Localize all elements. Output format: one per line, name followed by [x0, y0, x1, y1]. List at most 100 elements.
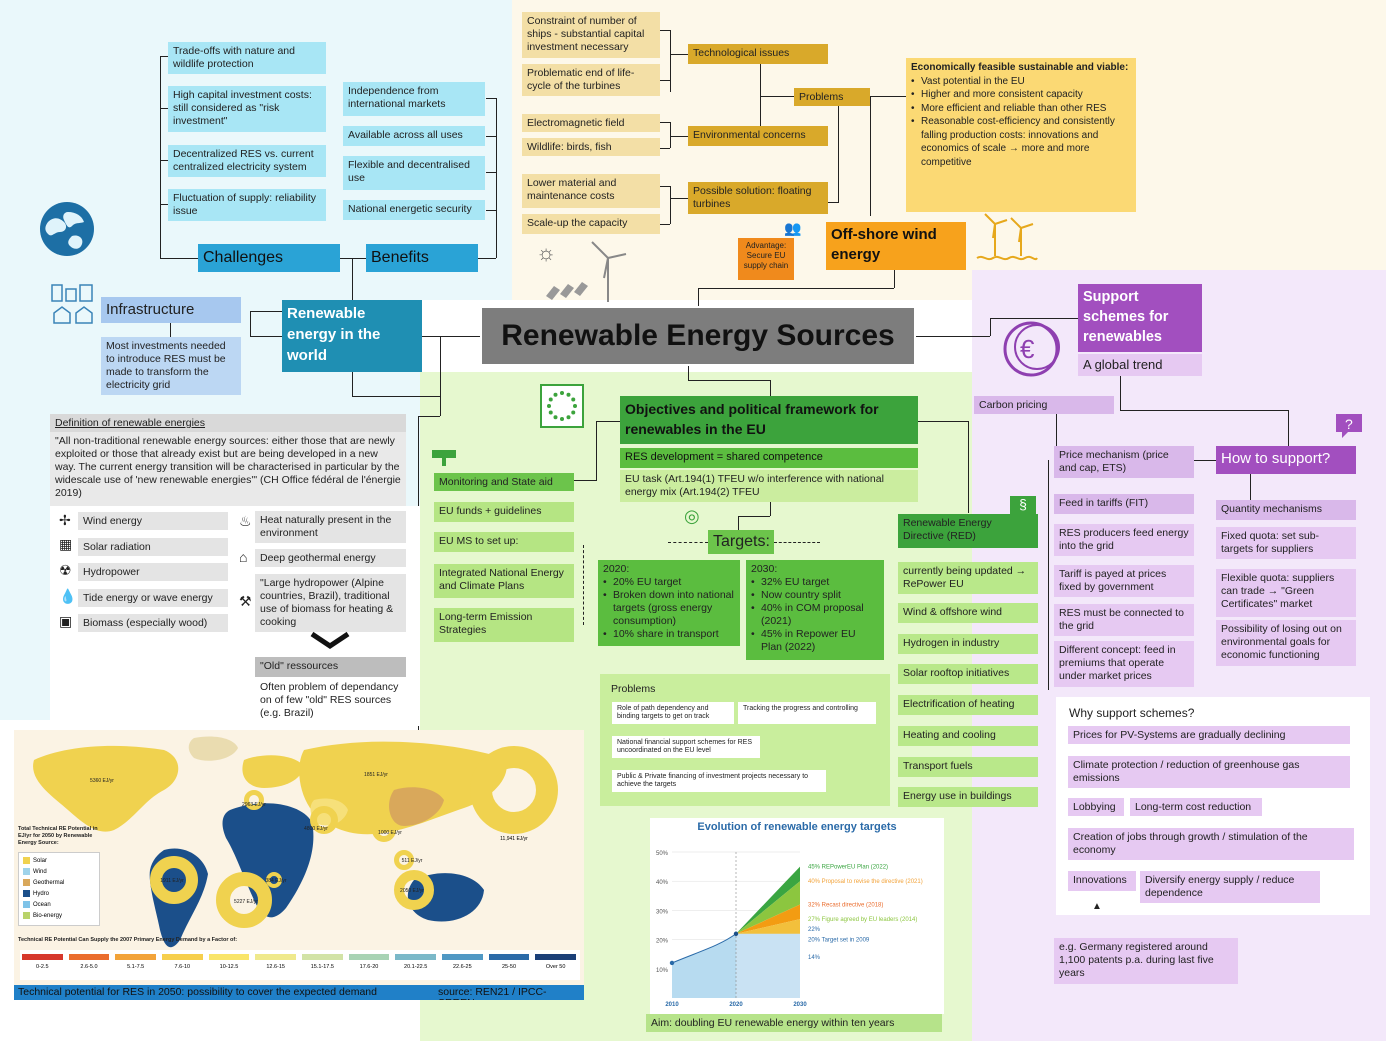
solution-item: Lower material and maintenance costs — [522, 174, 660, 208]
connector — [486, 98, 496, 99]
chart-caption: Aim: doubling EU renewable energy within… — [646, 1014, 942, 1032]
y-tick-label: 10% — [656, 968, 669, 974]
feasible-title: Economically feasible sustainable and vi… — [911, 62, 1129, 73]
eu-star — [553, 392, 558, 397]
germany-example: e.g. Germany registered around 1,100 pat… — [1054, 938, 1238, 984]
red-item: Hydrogen in industry — [898, 634, 1038, 654]
eu-problem: Tracking the progress and controlling — [738, 702, 876, 724]
env-item: Electromagnetic field — [522, 114, 660, 132]
challenge-item: Decentralized RES vs. current centralize… — [168, 145, 326, 177]
scale-swatch — [395, 954, 436, 960]
heat-icon: ♨ — [239, 513, 252, 529]
red-item: Electrification of heating — [898, 695, 1038, 715]
env-concerns-label: Environmental concerns — [688, 126, 828, 146]
target-icon: ◎ — [684, 510, 700, 526]
svg-text:?: ? — [1345, 416, 1353, 432]
series-label: 27% Figure agreed by EU leaders (2014) — [808, 917, 917, 923]
euro-icon: € — [1002, 320, 1060, 378]
source-item: "Large hydropower (Alpine countries, Bra… — [255, 574, 406, 632]
source-item: Biomass (especially wood) — [78, 614, 228, 632]
biomass-icon: ▣ — [59, 613, 73, 629]
scale-swatch — [442, 954, 483, 960]
connector — [422, 336, 480, 337]
connector — [160, 108, 168, 109]
legend-label: Hydro — [33, 891, 50, 898]
region-label: 384 EJ/yr — [265, 878, 286, 884]
feasible-box: Economically feasible sustainable and vi… — [906, 58, 1136, 212]
solution-item: Scale-up the capacity — [522, 214, 660, 234]
region-label: 1851 EJ/yr — [364, 772, 388, 778]
point-2020 — [733, 931, 739, 936]
why-item: Creation of jobs through growth / stimul… — [1068, 828, 1354, 860]
connector — [583, 545, 584, 625]
series-label: 20% Target set in 2009 — [808, 938, 870, 944]
source-item: Tide energy or wave energy — [78, 589, 228, 607]
scale-label: 5.1-7.5 — [127, 964, 145, 970]
feasible-item: Reasonable cost-efficiency and consisten… — [911, 115, 1131, 169]
scale-label: 17.6-20 — [359, 964, 379, 970]
eu-header: Objectives and political framework for r… — [620, 396, 918, 444]
region-china — [389, 787, 444, 826]
scale-swatch — [162, 954, 203, 960]
carbon-pricing: Carbon pricing — [974, 396, 1114, 414]
tech-issue-item: Problematic end of life-cycle of the tur… — [522, 64, 660, 96]
connector — [670, 198, 688, 199]
people-icon: 👥 — [784, 222, 802, 236]
fit-item: Different concept: feed in premiums that… — [1054, 641, 1194, 687]
potential-donut — [150, 856, 198, 904]
chevron-down-icon — [308, 630, 352, 656]
legend-swatch — [23, 879, 30, 886]
t2020-list: 20% EU targetBroken down into national t… — [603, 576, 735, 641]
fit-item: RES must be connected to the grid — [1054, 604, 1194, 636]
benefit-item: Independence from international markets — [343, 82, 485, 116]
series-label: 32% Recast directive (2018) — [808, 903, 883, 909]
connector — [670, 186, 671, 224]
connector — [486, 172, 496, 173]
legend-swatch — [23, 912, 30, 919]
x-tick-label: 2010 — [665, 1002, 679, 1008]
potential-donut — [94, 770, 114, 790]
source-item: Hydropower — [78, 563, 228, 581]
historic-line — [671, 933, 737, 964]
scale-label: 7.6-10 — [174, 964, 191, 970]
legend-swatch — [23, 857, 30, 864]
scale-label: 0-2.5 — [36, 964, 49, 970]
legend-swatch — [23, 868, 30, 875]
potential-donut — [470, 746, 558, 834]
marker-label: 22% — [808, 927, 821, 933]
series-label: 14% — [808, 955, 821, 961]
scale-label: 22.6-25 — [453, 964, 472, 970]
connector — [870, 96, 871, 216]
fit-item: RES producers feed energy into the grid — [1054, 524, 1194, 556]
potential-donut — [266, 872, 282, 888]
red-item: Energy use in buildings — [898, 787, 1038, 807]
connector — [160, 258, 198, 259]
price-mechanism: Price mechanism (price and cap, ETS) — [1054, 446, 1194, 478]
potential-donut — [362, 760, 386, 784]
scale-swatch — [302, 954, 343, 960]
feasible-item: Vast potential in the EU — [911, 75, 1131, 89]
fit-item: Tariff is payed at prices fixed by gover… — [1054, 565, 1194, 597]
connector — [738, 516, 770, 517]
source-item: Solar radiation — [78, 538, 228, 556]
connector — [352, 396, 440, 397]
future-base — [736, 933, 800, 998]
why-item: Innovations — [1068, 871, 1136, 891]
connector — [688, 380, 770, 381]
region-label: 2963 EJ/yr — [242, 802, 266, 808]
eu-star — [553, 415, 558, 420]
x-tick-label: 2030 — [793, 1002, 807, 1008]
problems-label: Problems — [794, 88, 870, 106]
eu-star — [548, 410, 553, 415]
potential-donut — [216, 872, 272, 928]
eu-star — [547, 404, 551, 408]
connector — [596, 421, 620, 422]
chart-title: Evolution of renewable energy targets — [697, 821, 897, 833]
benefits-label: Benefits — [366, 244, 478, 272]
fit-label: Feed in tariffs (FIT) — [1054, 494, 1194, 514]
definition-heading: Definition of renewable energies — [50, 414, 406, 432]
connector — [250, 311, 251, 336]
connector — [478, 258, 496, 259]
